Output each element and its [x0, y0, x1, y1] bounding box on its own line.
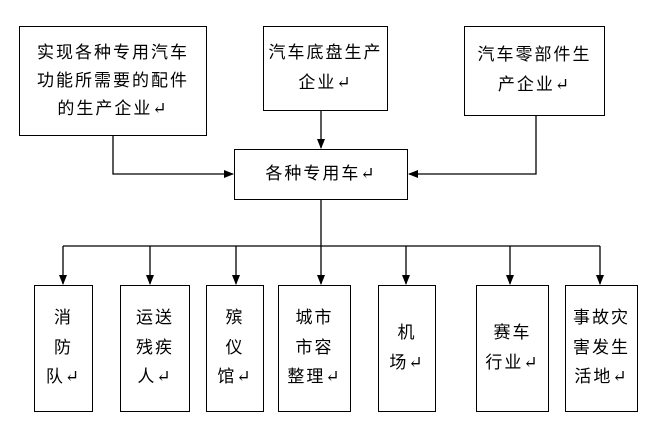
use-5-line-2: 场↵ [389, 352, 425, 373]
arrow-supplier-1-to-center [112, 135, 234, 178]
use-7-line-2: 害发生 [573, 337, 630, 358]
supplier-2-line-1: 汽车底盘生产 [268, 42, 383, 63]
use-2-line-1: 运送 [136, 307, 174, 328]
use-box-fire-brigade: 消 防 队↵ [34, 285, 93, 412]
use-6-line-1: 赛车 [493, 322, 532, 343]
center-label: 各种专用车↵ [265, 163, 377, 184]
use-7-line-3: 活地↵ [574, 367, 629, 388]
supplier-3-line-1: 汽车零部件生 [477, 45, 592, 66]
use-2-line-3: 人↵ [137, 367, 173, 388]
supplier-box-parts-producers: 汽车零部件生 产企业↵ [464, 26, 605, 116]
use-6-line-2: 行业↵ [485, 352, 540, 373]
use-box-airport: 机 场↵ [378, 285, 436, 412]
use-3-line-3: 馆↵ [217, 367, 253, 388]
supplier-3-line-2: 产企业↵ [497, 75, 572, 95]
use-4-line-1: 城市 [295, 307, 334, 328]
supplier-1-line-1: 实现各种专用汽车 [37, 42, 189, 63]
use-3-line-2: 仪 [225, 337, 245, 358]
use-box-disabled-transport: 运送 残疾 人↵ [120, 285, 190, 412]
use-box-racing-industry: 赛车 行业↵ [476, 285, 549, 412]
use-1-line-2: 防 [54, 337, 73, 358]
use-1-line-1: 消 [54, 307, 73, 328]
use-1-line-3: 队↵ [45, 367, 82, 388]
supplier-2-line-2: 企业↵ [298, 72, 353, 93]
supplier-1-line-3: 的生产企业↵ [57, 99, 169, 120]
use-5-line-1: 机 [397, 322, 417, 343]
use-3-line-1: 殡 [225, 307, 245, 328]
use-2-line-2: 残疾 [136, 337, 174, 358]
center-box-special-vehicles: 各种专用车↵ [234, 149, 408, 200]
use-7-line-1: 事故灾 [573, 307, 630, 328]
use-box-funeral-home: 殡 仪 馆↵ [206, 285, 264, 412]
supplier-box-chassis-producers: 汽车底盘生产 企业↵ [263, 26, 388, 111]
arrow-supplier-3-to-center [408, 115, 537, 178]
supplier-1-line-2: 功能所需要的配件 [37, 70, 189, 91]
use-box-city-sanitation: 城市 市容 整理↵ [278, 285, 351, 412]
supplier-box-fitting-producers: 实现各种专用汽车 功能所需要的配件 的生产企业↵ [19, 26, 207, 136]
use-box-disaster-site: 事故灾 害发生 活地↵ [565, 285, 638, 412]
use-4-line-3: 整理↵ [287, 367, 342, 388]
use-4-line-2: 市容 [295, 337, 334, 358]
